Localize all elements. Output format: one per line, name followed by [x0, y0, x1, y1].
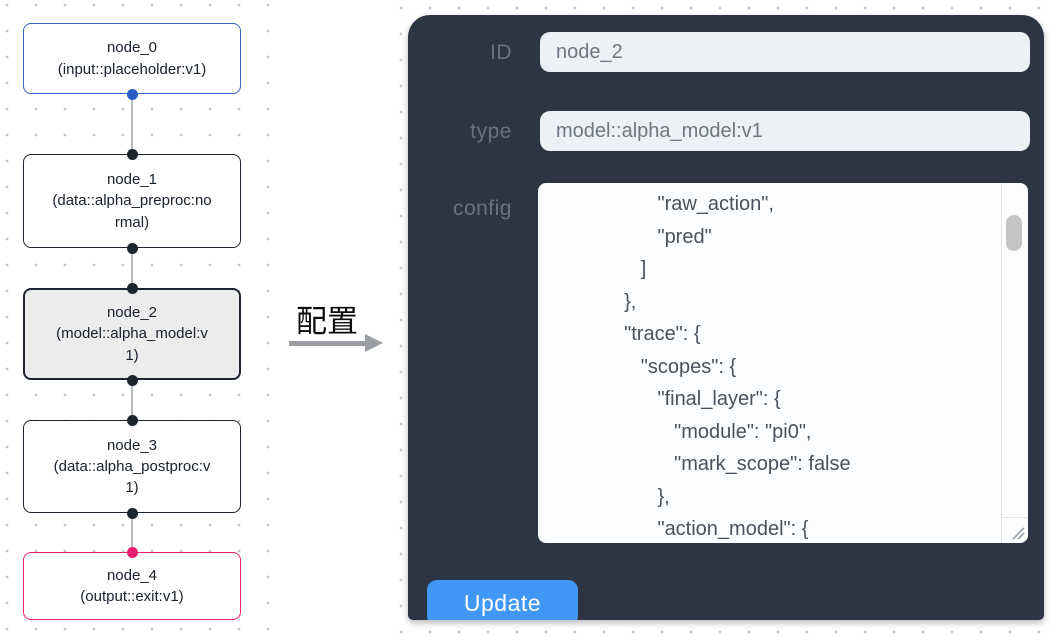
scrollbar-corner [1001, 517, 1028, 543]
connection-handle-node2-out[interactable] [126, 374, 138, 386]
node-1-text: node_1 (data::alpha_preproc:normal) [51, 169, 213, 233]
node-title: node_3 [106, 436, 158, 454]
node-0[interactable]: node_0 (input::placeholder:v1) [23, 23, 241, 94]
config-json-line: "pred" [563, 225, 712, 248]
node-title: node_2 [106, 304, 158, 322]
id-input[interactable] [540, 32, 1030, 72]
type-field-label: type [470, 120, 512, 143]
node-subtitle: (model::alpha_model:v1) [56, 325, 208, 364]
config-json-line: "raw_action", [563, 193, 774, 215]
edge-node2-node3 [131, 380, 133, 420]
node-2-text: node_2 (model::alpha_model:v1) [51, 302, 213, 366]
node-3-text: node_3 (data::alpha_postproc:v1) [51, 435, 213, 499]
node-4[interactable]: node_4 (output::exit:v1) [23, 552, 241, 620]
config-textarea[interactable]: "raw_action", "pred" ] }, "trace": { "sc… [538, 183, 1028, 543]
node-subtitle: (input::placeholder:v1) [57, 60, 207, 78]
type-input[interactable] [540, 111, 1030, 151]
edge-node0-node1 [131, 94, 133, 154]
edge-node3-node4 [131, 513, 133, 552]
config-field-label: config [452, 197, 512, 220]
connection-handle-node3-in[interactable] [126, 414, 138, 426]
config-json-line: "action_model": { [563, 518, 809, 540]
node-1[interactable]: node_1 (data::alpha_preproc:normal) [23, 154, 241, 248]
node-title: node_1 [106, 171, 158, 189]
resize-grip-icon[interactable] [1009, 524, 1025, 540]
update-button[interactable]: Update [427, 580, 578, 620]
node-4-text: node_4 (output::exit:v1) [51, 565, 213, 608]
configure-label: 配置 [296, 304, 358, 339]
connection-handle-node4-in[interactable] [126, 546, 138, 558]
node-3[interactable]: node_3 (data::alpha_postproc:v1) [23, 420, 241, 513]
config-json-line: "mark_scope": false [563, 453, 851, 475]
config-json-line: "final_layer": { [563, 388, 781, 410]
connection-handle-node2-in[interactable] [126, 282, 138, 294]
node-subtitle: (data::alpha_postproc:v1) [53, 457, 211, 497]
right-arrow-icon [289, 341, 366, 346]
id-field-label: ID [490, 41, 512, 64]
connection-handle-node3-out[interactable] [126, 507, 138, 519]
node-0-text: node_0 (input::placeholder:v1) [51, 37, 213, 80]
config-json-line: "scopes": { [563, 355, 737, 378]
node-2-selected[interactable]: node_2 (model::alpha_model:v1) [23, 288, 241, 380]
config-json-line: }, [563, 485, 670, 508]
config-json-content: "raw_action", "pred" ] }, "trace": { "sc… [538, 183, 1028, 543]
right-arrow-head-icon [365, 334, 383, 352]
connection-handle-node1-out[interactable] [126, 242, 138, 254]
config-json-line: "module": "pi0", [563, 420, 812, 443]
config-json-line: }, [563, 290, 637, 313]
edge-node1-node2 [131, 248, 133, 288]
node-config-panel: ID type config "raw_action", "pred" ] },… [408, 15, 1044, 620]
node-title: node_4 [106, 566, 158, 584]
config-scrollbar-thumb[interactable] [1006, 215, 1022, 251]
connection-handle-node0-out[interactable] [126, 88, 138, 100]
config-json-line: "trace": { [563, 323, 701, 345]
node-title: node_0 [106, 39, 158, 57]
config-scrollbar[interactable] [1001, 183, 1028, 543]
config-json-line: ] [563, 258, 647, 280]
connection-handle-node1-in[interactable] [126, 148, 138, 160]
node-subtitle: (data::alpha_preproc:normal) [52, 192, 212, 231]
node-subtitle: (output::exit:v1) [80, 588, 184, 605]
